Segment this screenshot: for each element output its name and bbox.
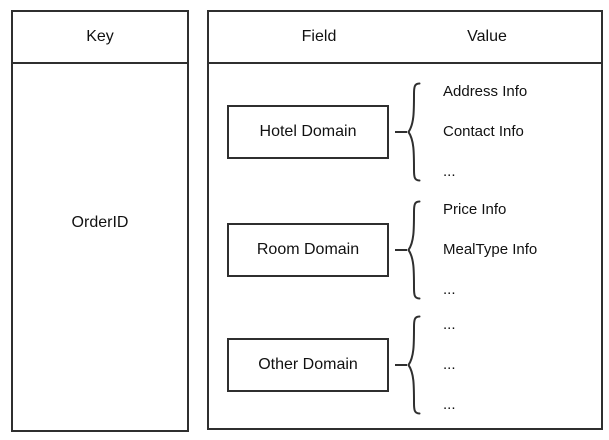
connector-line (395, 249, 407, 251)
brace-icon (407, 200, 421, 300)
value-item: ... (443, 356, 456, 373)
field-row-hotel: Hotel Domain Address Info Contact Info .… (209, 82, 601, 182)
field-value-panel: Field Value Hotel Domain Address Info Co… (207, 10, 603, 430)
field-box-room: Room Domain (227, 223, 389, 277)
field-box-hotel: Hotel Domain (227, 105, 389, 159)
field-header-label: Field (301, 28, 337, 45)
value-header-label: Value (467, 28, 507, 45)
field-value-panel-header: Field Value (209, 12, 601, 64)
connector-line (395, 364, 407, 366)
value-item: ... (443, 281, 456, 298)
field-box-other: Other Domain (227, 338, 389, 392)
value-item: Address Info (443, 83, 528, 100)
value-list-room: Price Info MealType Info ... (443, 200, 537, 300)
value-item: MealType Info (443, 241, 538, 258)
field-row-room: Room Domain Price Info MealType Info ... (209, 200, 601, 300)
value-item: ... (443, 316, 456, 333)
brace-icon (407, 82, 421, 182)
value-item: ... (443, 396, 456, 413)
key-header-label: Key (86, 28, 114, 45)
field-box-hotel-label: Hotel Domain (259, 123, 357, 140)
key-value-orderid: OrderID (71, 214, 129, 231)
value-list-hotel: Address Info Contact Info ... (443, 82, 527, 182)
key-panel: Key OrderID (11, 10, 189, 432)
value-item: Contact Info (443, 123, 524, 140)
brace-icon (407, 315, 421, 415)
value-list-other: ... ... ... (443, 315, 456, 415)
value-item: ... (443, 163, 456, 180)
key-panel-header: Key (13, 12, 187, 64)
value-item: Price Info (443, 201, 507, 218)
field-box-room-label: Room Domain (256, 241, 360, 258)
connector-line (395, 131, 407, 133)
field-box-other-label: Other Domain (258, 356, 358, 373)
field-row-other: Other Domain ... ... ... (209, 315, 601, 415)
